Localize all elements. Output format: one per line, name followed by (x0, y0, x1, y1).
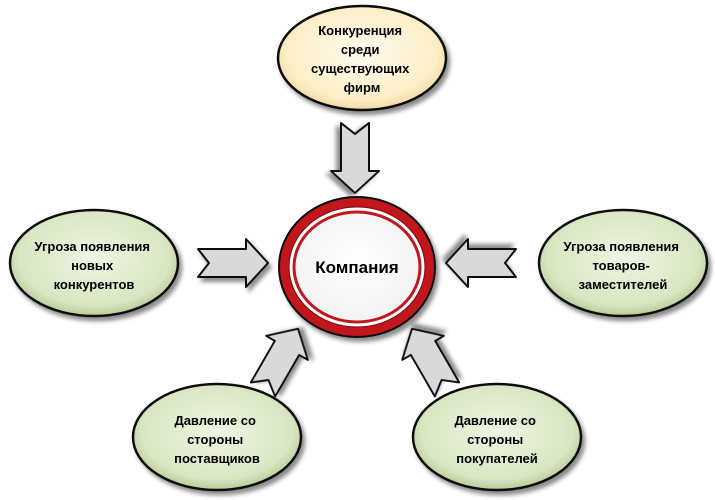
node-bottom-left-text: Давление со стороны поставщиков (174, 413, 260, 466)
node-top-text: Конкуренция среди существующих фирм (311, 23, 413, 95)
node-right-substitutes: Угроза появления товаров- заместителей (537, 208, 709, 318)
node-right-line-1: Угроза появления (563, 239, 679, 254)
node-bottom-left-ellipse (131, 382, 303, 492)
arrow-bottom-right-to-center (390, 315, 469, 403)
arrow-right-shape (445, 238, 517, 288)
node-bottom-right-buyers: Давление со стороны покупателей (411, 382, 583, 492)
node-bottom-right-line-3: покупателей (456, 451, 538, 466)
node-right-line-2: товаров- (592, 258, 649, 273)
arrow-top-shape (330, 122, 380, 194)
center-inner-disc (292, 210, 422, 324)
node-left-text: Угроза появления новых конкурентов (34, 239, 153, 292)
node-top-line-2: среди (341, 42, 380, 57)
arrow-left-shape (197, 238, 269, 288)
center-label: Компания (315, 258, 398, 277)
node-top-line-3: существующих (311, 61, 410, 76)
node-left-new-entrants: Угроза появления новых конкурентов (8, 208, 180, 318)
node-right-text: Угроза появления товаров- заместителей (563, 239, 682, 292)
arrow-bottom-right-shape (390, 315, 469, 403)
node-left-line-2: новых (71, 258, 114, 273)
node-bottom-left-line-3: поставщиков (174, 451, 260, 466)
node-right-ellipse (537, 208, 709, 318)
node-center-company: Компания (278, 196, 436, 338)
arrow-left-to-center (197, 238, 269, 288)
node-top-line-4: фирм (344, 80, 381, 95)
arrow-top-to-center (330, 122, 380, 194)
node-bottom-left-suppliers: Давление со стороны поставщиков (131, 382, 303, 492)
node-bottom-right-line-1: Давление со (454, 413, 536, 428)
node-bottom-left-line-1: Давление со (174, 413, 256, 428)
node-left-ellipse (8, 208, 180, 318)
node-left-line-1: Угроза появления (34, 239, 150, 254)
node-right-line-3: заместителей (579, 277, 668, 292)
node-top-ellipse (276, 4, 448, 112)
node-bottom-right-ellipse (411, 382, 583, 492)
node-top-competition: Конкуренция среди существующих фирм (276, 4, 448, 112)
node-bottom-right-line-2: стороны (467, 432, 523, 447)
node-top-line-1: Конкуренция (318, 23, 402, 38)
node-left-line-3: конкурентов (54, 277, 135, 292)
node-bottom-right-text: Давление со стороны покупателей (454, 413, 539, 466)
node-bottom-left-line-2: стороны (187, 432, 243, 447)
arrow-right-to-center (445, 238, 517, 288)
